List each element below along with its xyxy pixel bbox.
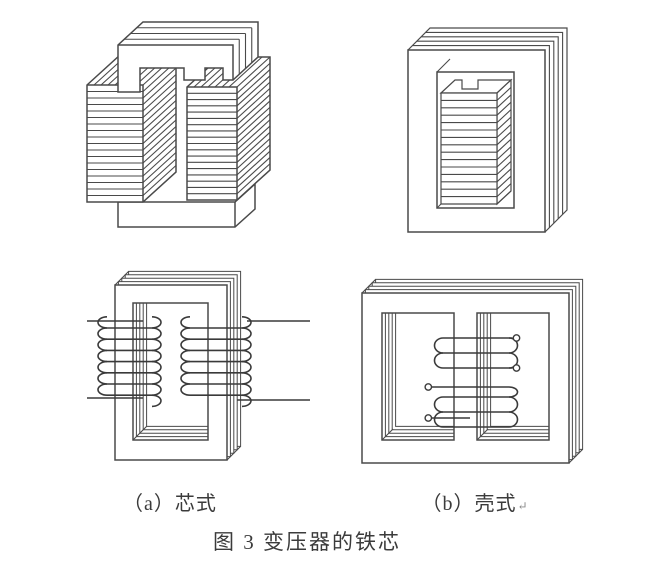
terminal-circle [424, 414, 433, 422]
panel-a-label: （a）芯式 [123, 493, 217, 515]
panel-b-label-text: （b）壳式 [421, 493, 517, 515]
center-limb-lamination-stack [439, 78, 513, 206]
right-limb-lamination-stack [186, 56, 271, 201]
shell-type-3d-figure [407, 27, 568, 233]
core-type-3d-figure [86, 21, 271, 228]
left-limb-winding [97, 316, 162, 408]
shell-type-wound-figure [361, 278, 584, 464]
terminal-circle [512, 364, 521, 372]
panel-b-label: （b）壳式↵ [400, 487, 550, 516]
center-limb-windings [431, 337, 519, 428]
core-type-wound-figure [87, 270, 310, 461]
winding-lead-wires [87, 320, 310, 401]
terminal-circle [424, 383, 433, 391]
figure-caption: 图 3 变压器的铁芯 [213, 530, 401, 554]
right-limb-winding [180, 316, 252, 408]
top-yoke-lamination [117, 21, 259, 93]
terminal-circle [512, 334, 521, 342]
paragraph-mark: ↵ [517, 499, 529, 513]
left-limb-lamination-stack [86, 54, 177, 203]
